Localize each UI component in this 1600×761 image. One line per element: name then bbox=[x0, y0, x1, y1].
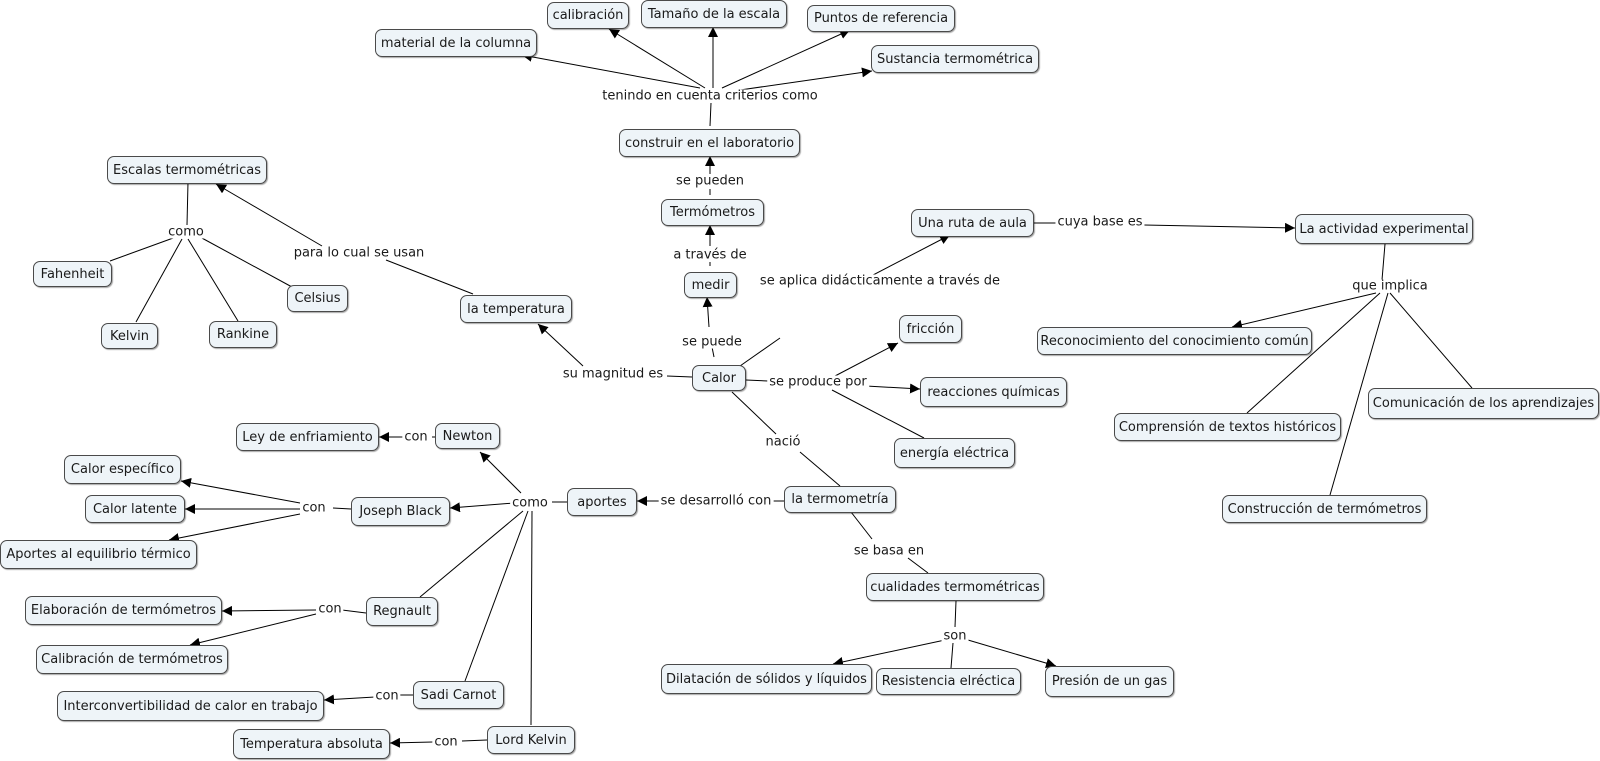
node-sadi-carnot[interactable]: Sadi Carnot bbox=[413, 681, 504, 709]
node-cualidades[interactable]: cualidades termométricas bbox=[866, 573, 1044, 601]
node-rankine[interactable]: Rankine bbox=[209, 321, 277, 348]
node-construccion[interactable]: Construcción de termómetros bbox=[1222, 495, 1427, 523]
node-medir[interactable]: medir bbox=[684, 272, 737, 298]
node-fahenheit[interactable]: Fahenheit bbox=[33, 261, 112, 287]
node-puntos[interactable]: Puntos de referencia bbox=[807, 5, 955, 32]
node-aportes[interactable]: aportes bbox=[567, 488, 637, 516]
link-label-como-escalas: como bbox=[166, 224, 206, 240]
node-dilatacion[interactable]: Dilatación de sólidos y líquidos bbox=[661, 664, 872, 694]
node-escalas[interactable]: Escalas termométricas bbox=[107, 156, 267, 184]
link-label-con-carnot: con bbox=[373, 688, 401, 704]
node-termometros[interactable]: Termómetros bbox=[661, 199, 764, 226]
link-label-con-black: con bbox=[300, 500, 328, 516]
node-reconocimiento[interactable]: Reconocimiento del conocimiento común bbox=[1037, 327, 1312, 355]
link-label-su-magnitud: su magnitud es bbox=[560, 366, 666, 382]
link-label-nacio: nació bbox=[763, 434, 803, 450]
link-label-criterios: tenindo en cuenta criterios como bbox=[600, 88, 820, 104]
link-label-aplica: se aplica didácticamente a través de bbox=[757, 273, 1003, 289]
node-calor[interactable]: Calor bbox=[692, 365, 746, 391]
node-calibracion[interactable]: calibración bbox=[547, 2, 629, 29]
node-friccion[interactable]: fricción bbox=[899, 315, 962, 343]
node-interconvertibilidad[interactable]: Interconvertibilidad de calor en trabajo bbox=[57, 691, 324, 721]
node-calibracion-termometros[interactable]: Calibración de termómetros bbox=[36, 645, 228, 674]
node-regnault[interactable]: Regnault bbox=[366, 597, 438, 626]
link-label-se-produce: se produce por bbox=[767, 374, 869, 390]
node-resistencia[interactable]: Resistencia elréctica bbox=[876, 668, 1021, 695]
node-actividad[interactable]: La actividad experimental bbox=[1295, 214, 1473, 244]
node-construir[interactable]: construir en el laboratorio bbox=[619, 129, 800, 157]
link-label-como-aportes: como bbox=[510, 495, 550, 511]
node-tamano[interactable]: Tamaño de la escala bbox=[641, 0, 787, 28]
node-comprension[interactable]: Comprensión de textos históricos bbox=[1114, 413, 1341, 441]
link-label-se-desarrollo: se desarrolló con bbox=[658, 493, 774, 509]
link-label-se-basa: se basa en bbox=[851, 543, 927, 559]
node-temperatura[interactable]: la temperatura bbox=[460, 295, 572, 323]
link-label-con-kelvin: con bbox=[432, 734, 460, 750]
node-celsius[interactable]: Celsius bbox=[287, 285, 348, 312]
link-label-se-puede: se puede bbox=[680, 334, 744, 350]
node-elaboracion[interactable]: Elaboración de termómetros bbox=[25, 596, 222, 625]
node-lord-kelvin[interactable]: Lord Kelvin bbox=[487, 726, 575, 754]
node-presion[interactable]: Presión de un gas bbox=[1045, 666, 1174, 697]
node-sustancia[interactable]: Sustancia termométrica bbox=[871, 45, 1039, 73]
node-joseph-black[interactable]: Joseph Black bbox=[351, 497, 450, 526]
node-reacciones[interactable]: reacciones químicas bbox=[920, 377, 1067, 407]
node-equilibrio[interactable]: Aportes al equilibrio térmico bbox=[0, 540, 197, 569]
link-label-se-pueden: se pueden bbox=[674, 173, 746, 189]
node-termometria[interactable]: la termometría bbox=[784, 486, 896, 513]
link-label-son: son bbox=[941, 628, 969, 644]
node-newton[interactable]: Newton bbox=[435, 423, 500, 449]
link-label-con-regnault: con bbox=[316, 601, 344, 617]
link-label-que-implica: que implica bbox=[1350, 278, 1430, 294]
node-comunicacion[interactable]: Comunicación de los aprendizajes bbox=[1368, 388, 1599, 419]
link-label-cuya-base: cuya base es bbox=[1055, 214, 1145, 230]
node-ley[interactable]: Ley de enfriamiento bbox=[236, 423, 379, 451]
node-material[interactable]: material de la columna bbox=[375, 29, 537, 57]
link-label-para-lo-cual: para lo cual se usan bbox=[291, 245, 427, 261]
node-calor-especifico[interactable]: Calor específico bbox=[64, 455, 181, 484]
node-ruta[interactable]: Una ruta de aula bbox=[911, 209, 1034, 237]
link-label-con-newton: con bbox=[402, 429, 430, 445]
node-calor-latente[interactable]: Calor latente bbox=[85, 495, 185, 523]
node-energia[interactable]: energía eléctrica bbox=[894, 438, 1015, 468]
link-label-a-traves-de: a través de bbox=[671, 247, 749, 263]
node-kelvin[interactable]: Kelvin bbox=[101, 323, 158, 349]
node-temperatura-absoluta[interactable]: Temperatura absoluta bbox=[233, 729, 390, 759]
